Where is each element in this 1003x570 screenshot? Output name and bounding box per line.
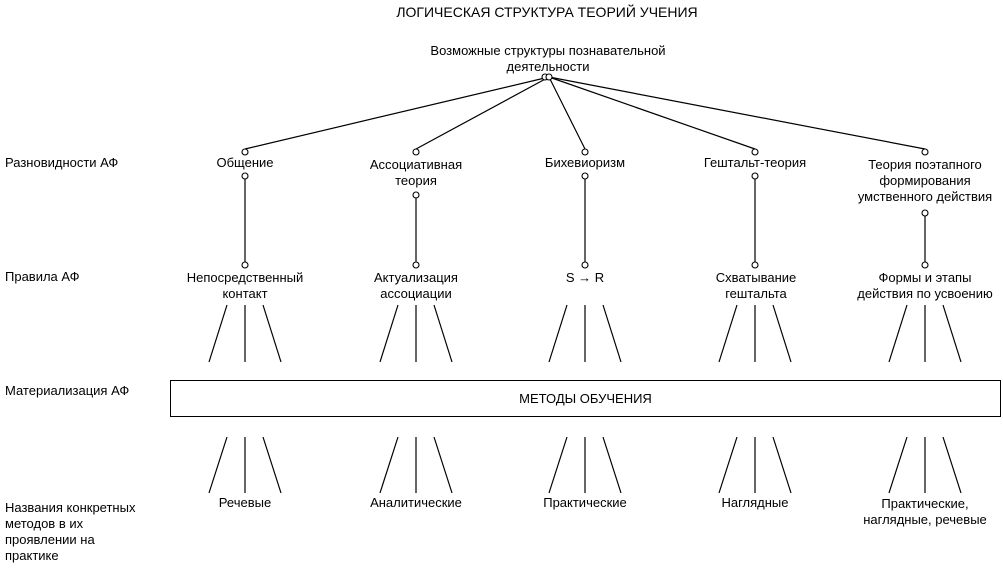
method-name-analytical: Аналитические [370,495,462,510]
fan-upper-right-0 [262,304,282,363]
fan-lower-right-2 [602,436,622,494]
theory-node-communication: Общение [216,155,274,170]
fan-lower-right-1 [433,436,453,494]
fan-lower-left-2 [548,436,568,494]
theory-bottom-circle-1 [412,191,420,199]
fan-upper-left-4 [888,304,908,363]
fan-lower-right-0 [262,436,282,494]
method-name-visual: Наглядные [721,495,789,510]
fan-upper-left-1 [379,304,399,363]
rule-node-association: Актуализация ассоциации [374,270,458,301]
theory-bottom-circle-3 [751,172,759,180]
theory-bottom-circle-2 [581,172,589,180]
teaching-methods-label: МЕТОДЫ ОБУЧЕНИЯ [519,391,652,406]
fan-upper-right-1 [433,304,453,363]
row-label-rules: Правила АФ [5,269,80,284]
theory-node-behaviorism: Бихевиоризм [544,155,626,170]
teaching-methods-box: МЕТОДЫ ОБУЧЕНИЯ [170,380,1001,417]
method-name-combined: Практические, наглядные, речевые [863,496,987,527]
rule-node-action-forms: Формы и этапы действия по усвоению [857,270,993,301]
row-label-varieties: Разновидности АФ [5,155,119,170]
rule-node-gestalt-grasp: Схватывание гештальта [715,270,797,301]
theory-top-circle-2 [581,148,589,156]
theory-top-circle-3 [751,148,759,156]
method-name-practical: Практические [543,495,627,510]
theory-node-associative: Ассоциативная теория [369,157,463,188]
theory-top-circle-0 [241,148,249,156]
fan-upper-left-3 [718,304,738,363]
fan-lower-left-3 [718,436,738,494]
row-label-names: Названия конкретных методов в их проявле… [5,500,136,563]
root-node-label: Возможные структуры познавательной деяте… [430,43,666,74]
theory-node-stagewise: Теория поэтапного формирования умственно… [857,157,993,204]
fan-upper-right-2 [602,304,622,363]
theory-top-circle-4 [921,148,929,156]
root-to-theory-line-2 [548,76,586,150]
theory-top-circle-1 [412,148,420,156]
root-to-theory-line-4 [548,76,926,150]
root-hub-circle-right [545,73,553,81]
fan-upper-left-2 [548,304,568,363]
diagram-title: ЛОГИЧЕСКАЯ СТРУКТУРА ТЕОРИЙ УЧЕНИЯ [396,4,698,20]
rule-node-stimulus-response: S → R [565,270,605,285]
fan-lower-right-3 [772,436,792,494]
rule-circle-2 [581,261,589,269]
root-to-theory-line-0 [244,76,550,150]
root-to-theory-line-1 [415,76,550,150]
fan-lower-right-4 [942,436,962,494]
root-to-theory-line-3 [548,76,756,150]
fan-upper-right-3 [772,304,792,363]
fan-upper-left-0 [208,304,228,363]
fan-lower-left-4 [888,436,908,494]
fan-upper-right-4 [942,304,962,363]
theory-bottom-circle-0 [241,172,249,180]
rule-circle-1 [412,261,420,269]
fan-lower-left-1 [379,436,399,494]
method-name-speech: Речевые [218,495,272,510]
fan-lower-left-0 [208,436,228,494]
rule-circle-4 [921,261,929,269]
rule-circle-0 [241,261,249,269]
theory-bottom-circle-4 [921,209,929,217]
theory-node-gestalt: Гештальт-теория [703,155,807,170]
rule-circle-3 [751,261,759,269]
rule-node-direct-contact: Непосредственный контакт [186,270,304,301]
row-label-materialization: Материализация АФ [5,383,130,398]
